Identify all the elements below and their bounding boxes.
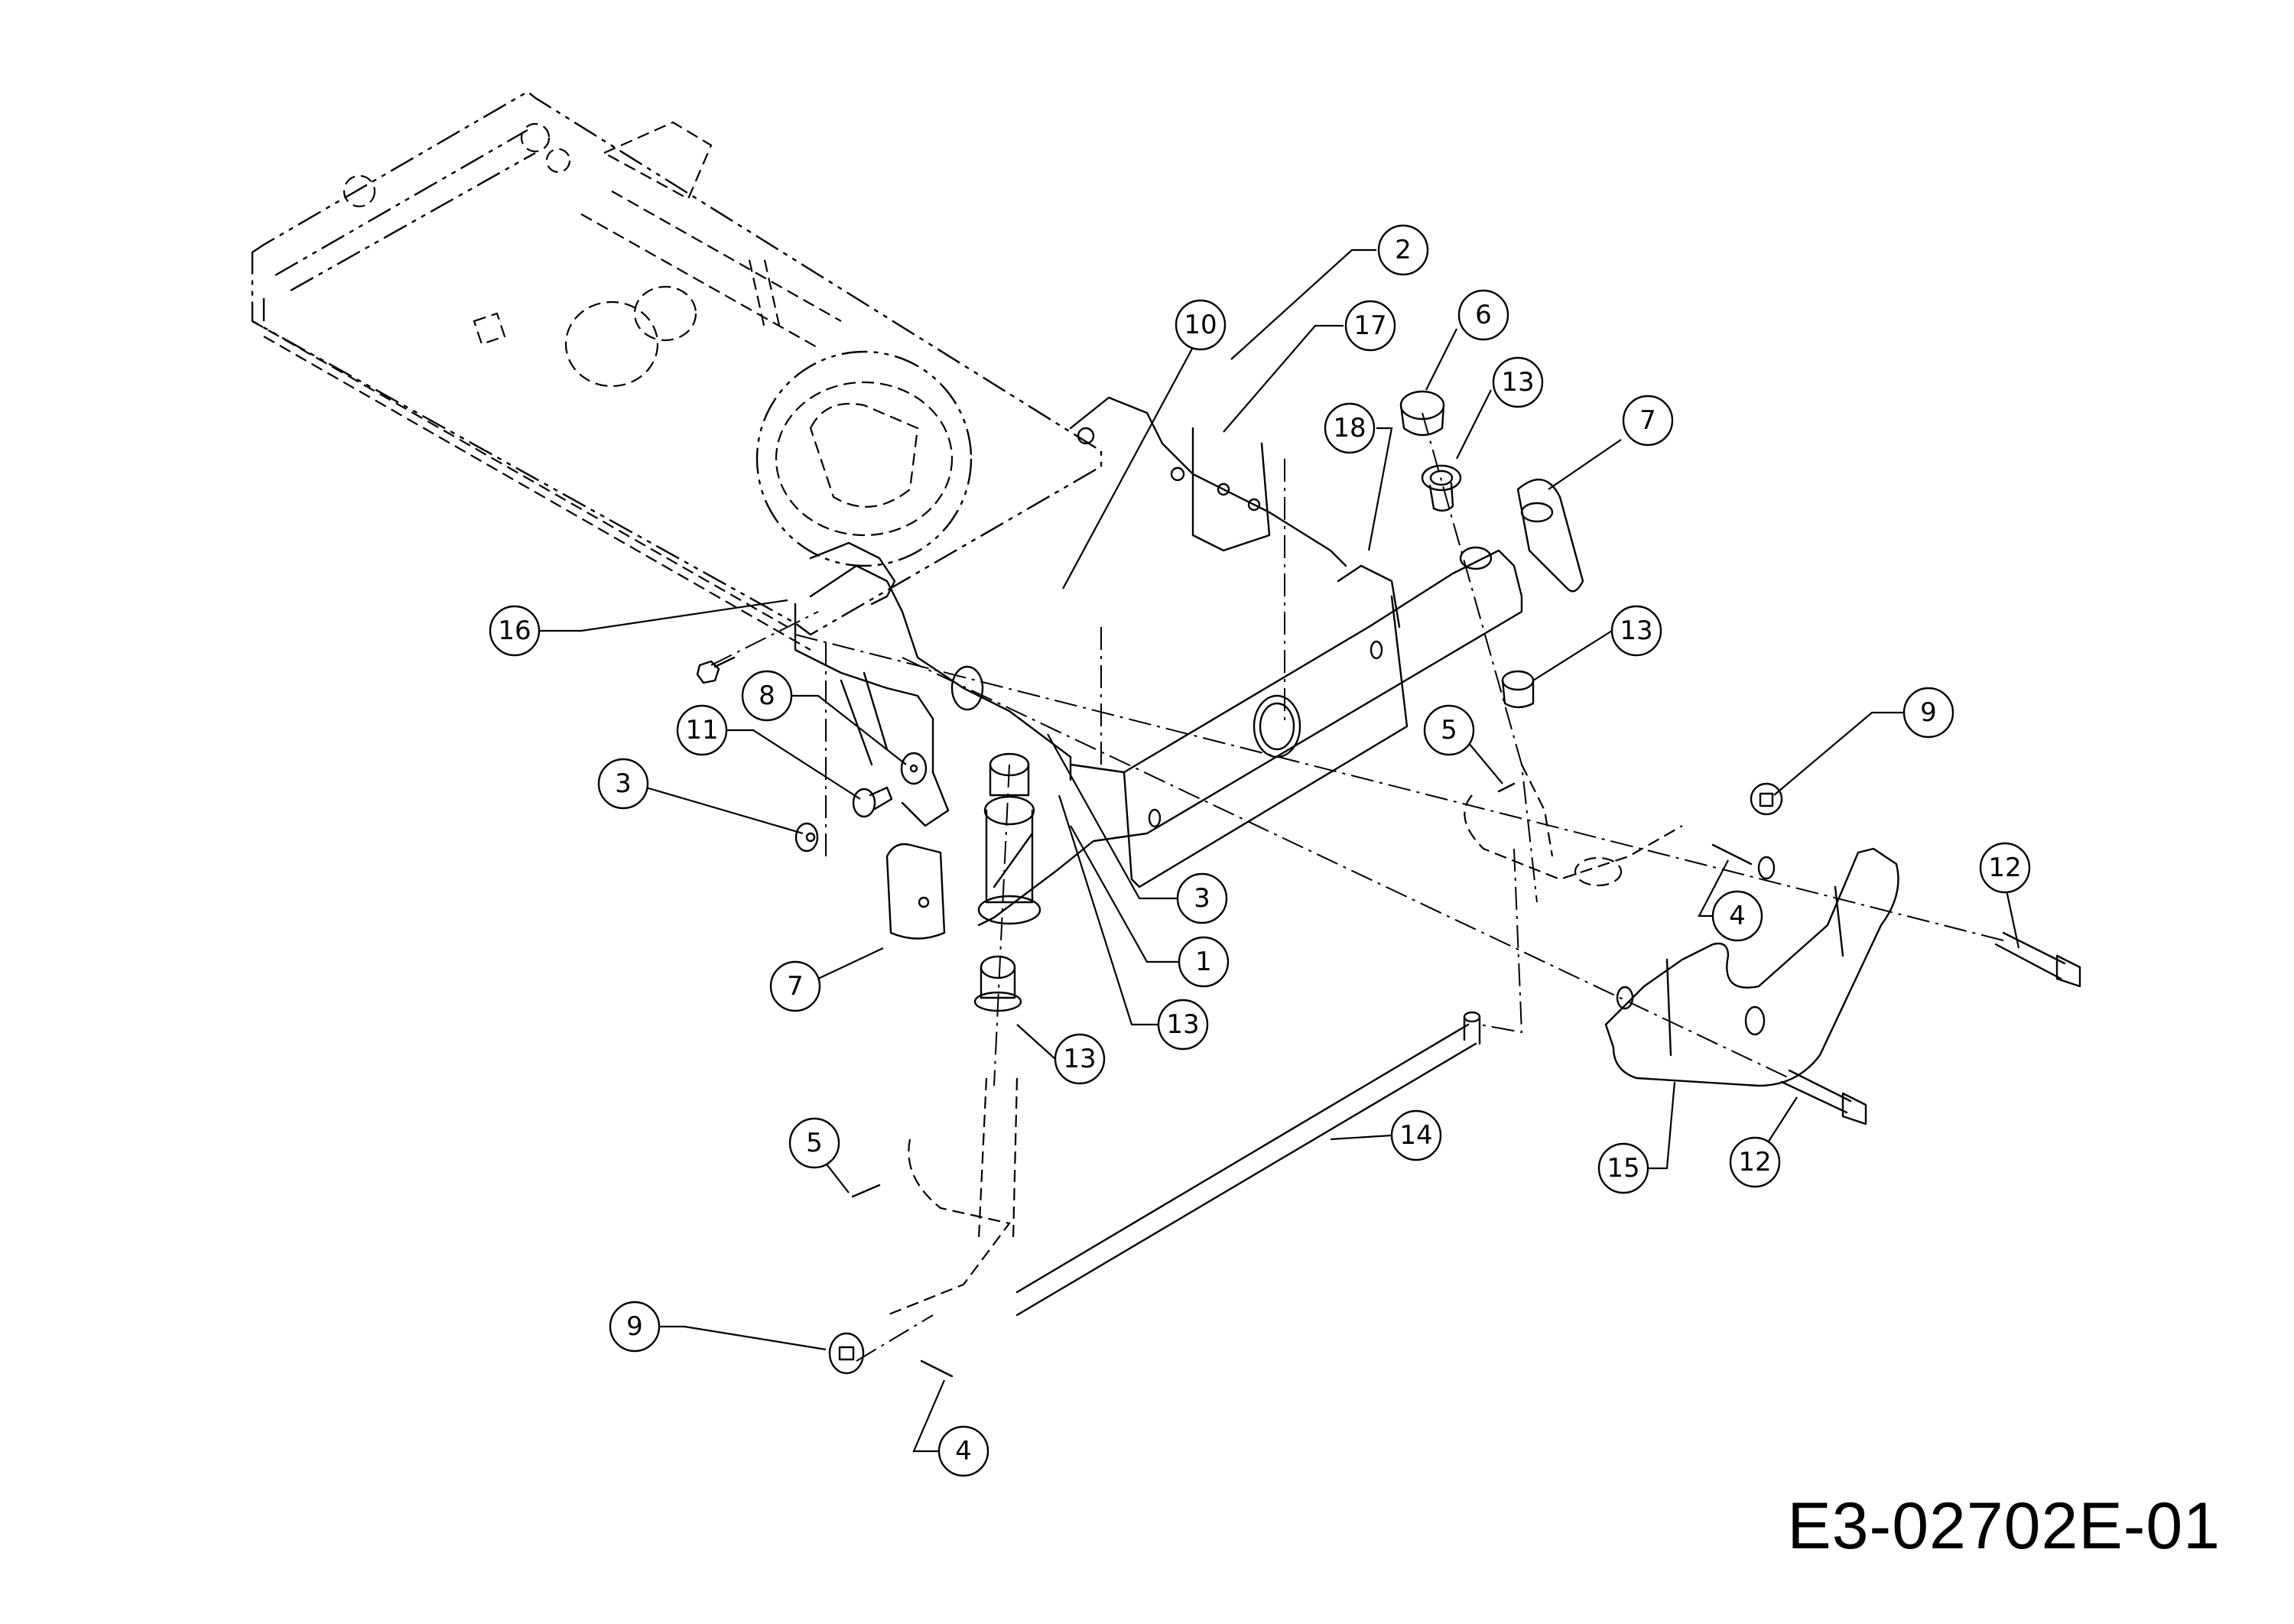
svg-text:17: 17 xyxy=(1353,310,1386,341)
callout-1: 1 xyxy=(1178,936,1230,988)
callout-13: 13 xyxy=(1054,1033,1106,1085)
svg-text:2: 2 xyxy=(1395,235,1412,265)
callout-18: 18 xyxy=(1324,402,1376,454)
svg-text:15: 15 xyxy=(1607,1153,1639,1184)
svg-text:9: 9 xyxy=(1920,697,1937,728)
spindle-cover-left xyxy=(885,843,946,940)
callout-12: 12 xyxy=(1979,842,2031,894)
washer-right xyxy=(1750,782,1783,816)
drawing-number: E3-02702E-01 xyxy=(1787,1489,2221,1563)
svg-text:16: 16 xyxy=(498,615,531,646)
assembly-lines xyxy=(710,412,2004,1362)
callout-4: 4 xyxy=(1711,890,1763,942)
callout-13: 13 xyxy=(1492,356,1544,408)
bolt-lower xyxy=(1780,1069,1867,1125)
svg-text:18: 18 xyxy=(1333,413,1366,443)
cotter-pin-left-lower xyxy=(920,1359,954,1378)
svg-text:7: 7 xyxy=(787,971,804,1002)
svg-text:4: 4 xyxy=(1729,901,1746,931)
svg-text:13: 13 xyxy=(1166,1009,1199,1040)
bolt-upper xyxy=(1994,931,2081,988)
svg-text:7: 7 xyxy=(1639,405,1656,436)
spindle-left-hidden xyxy=(886,1077,1019,1317)
callout-5: 5 xyxy=(788,1117,840,1169)
callout-2: 2 xyxy=(1377,224,1429,276)
svg-text:11: 11 xyxy=(685,715,718,745)
svg-text:5: 5 xyxy=(1441,715,1457,745)
chassis-frame xyxy=(251,90,1103,651)
callout-8: 8 xyxy=(741,670,793,722)
callout-16: 16 xyxy=(489,605,541,657)
svg-text:9: 9 xyxy=(626,1311,643,1342)
svg-text:5: 5 xyxy=(806,1128,823,1158)
bushing-lower-right xyxy=(1501,670,1535,709)
callout-17: 17 xyxy=(1344,300,1396,352)
callout-15: 15 xyxy=(1597,1142,1649,1194)
svg-text:3: 3 xyxy=(1194,883,1210,914)
dust-cap xyxy=(1399,390,1445,437)
callout-9: 9 xyxy=(1902,687,1954,739)
svg-text:12: 12 xyxy=(1988,853,2021,883)
svg-text:3: 3 xyxy=(615,768,632,799)
callout-7: 7 xyxy=(769,960,821,1012)
pin-11 xyxy=(852,786,893,818)
callout-13: 13 xyxy=(1610,605,1662,657)
callout-13: 13 xyxy=(1157,999,1209,1051)
svg-text:13: 13 xyxy=(1063,1044,1096,1074)
steering-plate xyxy=(1604,847,1899,1087)
svg-text:1: 1 xyxy=(1195,947,1212,977)
svg-text:6: 6 xyxy=(1475,300,1492,330)
spindle-right-hidden xyxy=(1464,764,1683,887)
washer-left xyxy=(828,1332,865,1375)
callout-10: 10 xyxy=(1175,299,1227,351)
callout-4: 4 xyxy=(937,1425,989,1477)
cotter-pin-right-lower xyxy=(1711,843,1753,866)
cotter-pin-right-upper xyxy=(1497,782,1516,793)
callout-7: 7 xyxy=(1622,395,1674,447)
tie-rod xyxy=(1015,1011,1481,1317)
bushing-upper-right xyxy=(1421,464,1462,512)
svg-text:13: 13 xyxy=(1620,615,1652,646)
cotter-pin-left-upper xyxy=(851,1184,881,1198)
callout-11: 11 xyxy=(676,704,728,756)
spindle-cover-right xyxy=(1516,478,1584,593)
leader-lines xyxy=(539,248,2020,1453)
svg-text:14: 14 xyxy=(1399,1120,1432,1151)
callout-12: 12 xyxy=(1729,1136,1781,1188)
svg-text:8: 8 xyxy=(759,680,775,711)
nut-3 xyxy=(794,822,819,853)
svg-text:4: 4 xyxy=(955,1436,972,1466)
svg-text:13: 13 xyxy=(1501,367,1534,398)
front-axle-frame xyxy=(794,396,1523,927)
callout-3: 3 xyxy=(1176,872,1228,924)
callout-6: 6 xyxy=(1457,289,1509,341)
callout-9: 9 xyxy=(609,1301,661,1353)
svg-text:10: 10 xyxy=(1184,310,1217,340)
svg-text:12: 12 xyxy=(1738,1147,1771,1177)
callout-5: 5 xyxy=(1423,704,1475,756)
callout-14: 14 xyxy=(1390,1109,1442,1161)
washer-8 xyxy=(900,752,928,785)
hex-bolt-left xyxy=(696,656,736,684)
callout-3: 3 xyxy=(597,758,649,810)
